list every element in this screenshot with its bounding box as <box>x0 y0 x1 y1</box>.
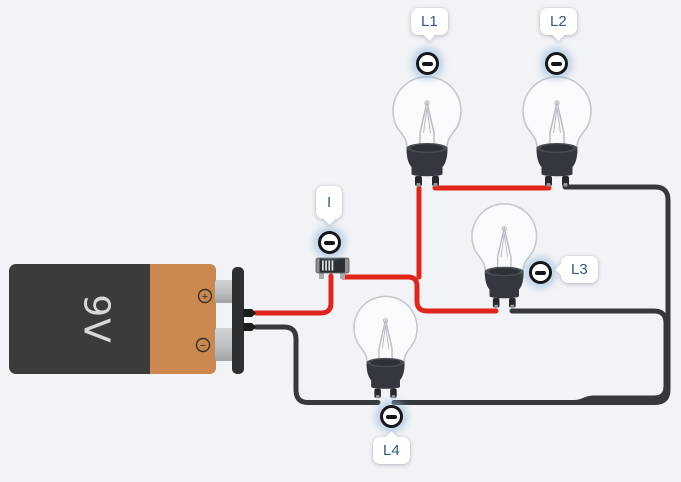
battery-accent-band <box>150 264 216 374</box>
battery-negative-post <box>215 328 233 361</box>
label-lamp2-text: L2 <box>550 13 567 30</box>
probe-node-icon-lamp1[interactable] <box>416 52 439 75</box>
fuse-stripes <box>322 260 334 271</box>
battery-clip-plate <box>232 267 244 374</box>
label-current-text: I <box>327 194 332 211</box>
wire-lamp3-to-lamp4[interactable] <box>509 308 669 405</box>
svg-text:−: − <box>200 340 206 352</box>
label-lamp4[interactable]: L4 <box>373 431 410 464</box>
label-lamp1[interactable]: L1 <box>411 8 448 41</box>
label-lamp4-text: L4 <box>383 442 400 459</box>
svg-text:+: + <box>202 291 208 303</box>
bulb-lamp4[interactable] <box>353 295 418 400</box>
bulb-lamp2[interactable] <box>522 76 592 188</box>
wire-fuse-to-lamp3-junction[interactable] <box>340 274 499 314</box>
label-lamp3-text: L3 <box>571 261 588 278</box>
fuse-left-leg <box>319 271 324 279</box>
probe-node-icon-lamp3[interactable] <box>529 261 552 284</box>
label-lamp2[interactable]: L2 <box>540 8 577 41</box>
probe-node-icon-current[interactable] <box>318 231 341 254</box>
wire-battery-negative-to-lamp4[interactable] <box>253 324 381 405</box>
label-lamp3[interactable]: L3 <box>555 256 598 283</box>
battery-voltage-label: 9V <box>76 294 117 344</box>
bulb-lamp3[interactable] <box>471 203 538 309</box>
wire-battery-positive-to-fuse[interactable] <box>253 273 334 316</box>
label-current[interactable]: I <box>316 186 343 225</box>
label-lamp1-text: L1 <box>421 13 438 30</box>
bulb-lamp1[interactable] <box>392 76 462 188</box>
probe-node-icon-lamp2[interactable] <box>545 52 568 75</box>
fuse-right-leg <box>340 271 345 279</box>
battery-positive-post <box>215 280 233 303</box>
probe-node-icon-lamp4[interactable] <box>380 405 403 428</box>
fuse-component[interactable] <box>315 257 350 279</box>
battery-positive-wire-crimp <box>243 309 256 317</box>
battery-negative-terminal-symbol: − <box>195 337 211 353</box>
battery-9v[interactable]: 9V + − <box>9 264 256 374</box>
wire-lamp2-to-lamp4[interactable] <box>391 184 671 405</box>
battery-negative-wire-crimp <box>243 323 256 331</box>
battery-positive-terminal-symbol: + <box>197 288 213 304</box>
